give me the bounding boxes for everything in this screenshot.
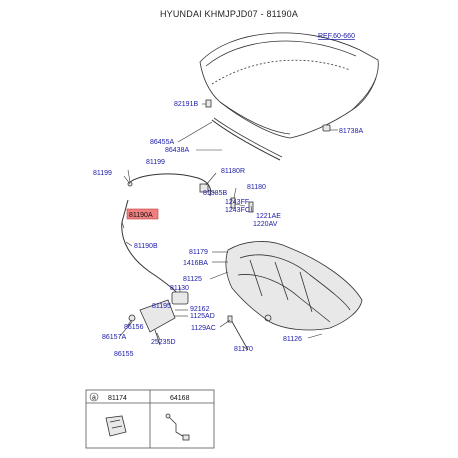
leader-lines (119, 103, 338, 351)
callout-81738A: 81738A (339, 128, 363, 135)
callout-86455A: 86455A (150, 139, 174, 146)
release-lever (128, 299, 176, 346)
callout-1125AD: 1125AD (190, 313, 215, 320)
callout-1221AE: 1221AE (256, 213, 281, 220)
callout-81125: 81125 (183, 276, 202, 283)
bracket-icon (165, 413, 190, 441)
callout-1243FC: 1243FC (225, 207, 250, 214)
callout-labels: REF.60-660 82191B 81738A 86455A 86438A 8… (93, 33, 363, 358)
callout-81199-b: 81199 (93, 170, 112, 177)
callout-86155: 86155 (114, 351, 134, 358)
weatherstrip (211, 117, 283, 161)
callout-86438A: 86438A (165, 147, 189, 154)
callout-92162: 92162 (190, 306, 210, 313)
callout-81170: 81170 (234, 346, 253, 353)
hood-latch (171, 291, 189, 305)
callout-81385B: 81385B (203, 190, 227, 197)
callout-1129AC: 1129AC (191, 325, 216, 332)
table-marker (89, 392, 99, 402)
hood-inner-panel (225, 241, 363, 331)
callout-1416BA: 1416BA (183, 260, 208, 267)
table-part-64168: 64168 (170, 395, 190, 402)
callout-81190A[interactable]: 81190A (129, 212, 153, 219)
bumper-82191B (205, 99, 212, 108)
callout-86157A: 86157A (102, 334, 126, 341)
callout-81180R: 81180R (221, 168, 245, 175)
callout-81195: 81195 (152, 303, 171, 310)
callout-81199-a: 81199 (146, 159, 165, 166)
callout-81190B: 81190B (134, 243, 158, 250)
table-part-81174: 81174 (108, 395, 127, 402)
stay-rod (227, 315, 249, 351)
callout-81130: 81130 (170, 285, 189, 292)
callout-1243FF: 1243FF (225, 199, 249, 206)
release-cable (121, 173, 212, 297)
callout-82191B: 82191B (174, 101, 198, 108)
ref-callout[interactable]: REF.60-660 (318, 33, 355, 40)
callout-1220AV: 1220AV (253, 221, 278, 228)
callout-86156: 86156 (124, 324, 144, 331)
parts-table: a 81174 64168 (85, 389, 215, 449)
highlight-box-81190A (126, 208, 159, 220)
callout-81179: 81179 (189, 249, 208, 256)
hood-panel (199, 32, 379, 139)
diagram-title: HYUNDAI KHMJPJD07 - 81190A (159, 9, 299, 19)
clip-icon (105, 415, 127, 437)
callout-81126: 81126 (283, 336, 302, 343)
table-marker-letter: a (92, 395, 96, 402)
stopper-81738A (322, 124, 331, 132)
callout-81180: 81180 (247, 184, 266, 191)
callout-25235D: 25235D (151, 339, 176, 346)
